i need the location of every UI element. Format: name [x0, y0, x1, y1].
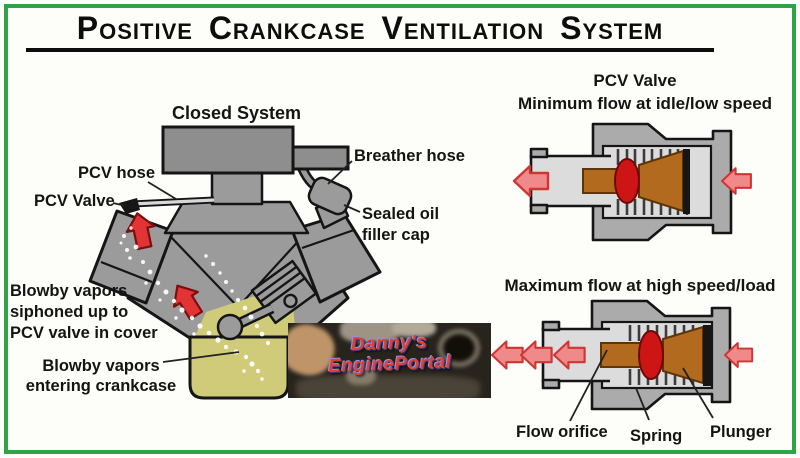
blowby-entering-label: Blowby vapors entering crankcase — [18, 356, 184, 396]
plunger-end-plate — [703, 325, 711, 386]
label-line: entering crankcase — [25, 377, 177, 395]
pcv-hose-label: PCV hose — [78, 164, 156, 182]
plunger-label: Plunger — [710, 423, 772, 441]
tube-ridge — [541, 320, 561, 332]
flow-arrow-out — [512, 164, 550, 198]
engine-illustration — [88, 125, 382, 400]
photo-port-hole — [438, 329, 480, 367]
pcv-valve-heading: PCV Valve — [593, 71, 677, 90]
pcv-valve-part — [119, 198, 140, 214]
pcv-valve-minimum-flow — [512, 122, 752, 242]
photo-metal-blob — [340, 323, 400, 343]
label-line: Blowby vapors — [10, 282, 128, 300]
pcv-valve-leader — [112, 202, 127, 207]
sealed-oil-filler-cap — [307, 176, 353, 216]
carburetor — [210, 170, 264, 206]
label-line: Sealed oil — [362, 205, 440, 223]
spring-label: Spring — [630, 427, 683, 445]
left-valve-cover — [88, 209, 175, 305]
flow-arrow-in — [724, 342, 754, 368]
label-line: Blowby vapors — [42, 357, 160, 375]
flow-orifice-label: Flow orifice — [516, 423, 608, 441]
label-line: filler cap — [362, 226, 430, 244]
page-title: Positive Crankcase Ventilation System — [26, 10, 714, 52]
plunger-stem — [600, 342, 644, 368]
sealed-oil-filler-cap-label: Sealed oil filler cap — [362, 204, 439, 246]
engine-v-seam-right — [239, 235, 304, 306]
pcv-hose — [131, 198, 215, 206]
pcv-valve-maximum-flow — [490, 299, 754, 422]
intake-manifold — [163, 200, 310, 235]
spring-leader — [635, 387, 650, 421]
flow-arrow-out-3 — [552, 340, 586, 370]
flow-arrow-in — [720, 167, 752, 195]
tube-ridge — [541, 378, 561, 390]
engine-v-seam-left — [169, 235, 237, 306]
maximum-flow-label: Maximum flow at high speed/load — [504, 276, 776, 295]
minimum-flow-label: Minimum flow at idle/low speed — [517, 94, 773, 113]
photo-metal-blob — [392, 323, 436, 337]
left-cover-seam — [100, 260, 153, 284]
flow-arrow-out-1 — [490, 340, 524, 370]
flow-arrow-out-2 — [519, 340, 553, 370]
tube-ridge — [529, 147, 549, 159]
plunger-end-plate — [683, 149, 690, 214]
blowby-entering-leader — [162, 351, 240, 363]
watermark-photo: Danny's EnginePortal — [288, 323, 491, 398]
flow-orifice-leader — [569, 349, 608, 422]
tube-ridge — [529, 203, 549, 215]
plunger-seal — [638, 330, 664, 380]
closed-system-label: Closed System — [172, 103, 302, 123]
blowby-siphoned-label: Blowby vapors siphoned up to PCV valve i… — [10, 281, 158, 344]
air-cleaner — [161, 125, 295, 175]
breather-hose-label: Breather hose — [354, 147, 465, 165]
plunger-seal — [614, 158, 640, 204]
vapor-arrow-crankcase — [172, 284, 204, 321]
oil-pan — [188, 335, 290, 400]
pcv-hose-leader — [147, 181, 177, 200]
sealed-cap-leader — [343, 204, 361, 213]
pcv-valve-label: PCV Valve — [34, 192, 115, 210]
crank-journal — [216, 313, 244, 341]
photo-metal-blob — [346, 363, 376, 385]
breather-hose-leader — [327, 160, 353, 185]
label-line: siphoned up to — [10, 303, 129, 321]
plunger-leader — [682, 367, 714, 419]
label-line: PCV valve in cover — [10, 324, 158, 342]
vapor-arrow-up-cover — [125, 212, 156, 251]
watermark-text: Danny's EnginePortal — [288, 329, 491, 378]
photo-shadow-blob — [296, 375, 480, 398]
air-cleaner-snorkel — [291, 145, 350, 171]
right-cover-seam — [301, 228, 355, 250]
